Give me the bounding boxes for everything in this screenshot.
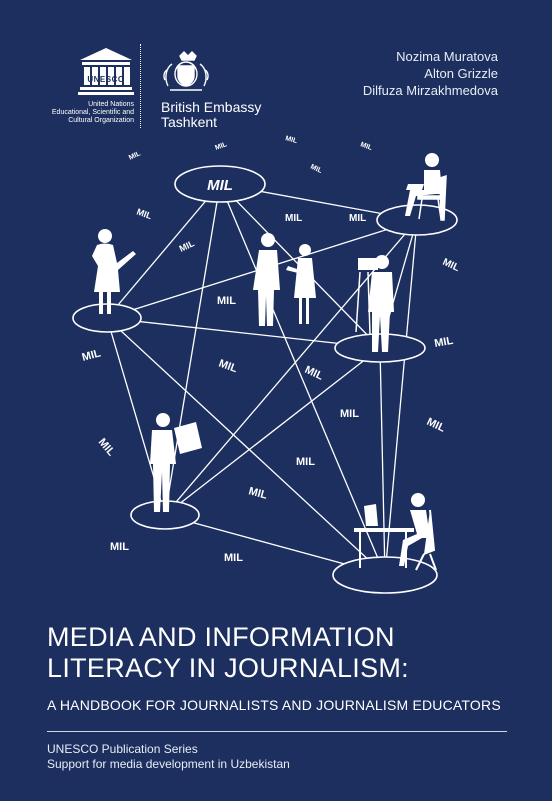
mil-label-14: MIL xyxy=(217,358,239,376)
people-silhouettes xyxy=(92,153,447,571)
hub-label: MIL xyxy=(207,177,233,194)
mil-label-20: MIL xyxy=(247,485,269,502)
logo-divider xyxy=(140,44,143,128)
speaker-figure xyxy=(92,229,136,314)
author-2: Alton Grizzle xyxy=(424,66,498,81)
node-seated-woman xyxy=(376,204,458,236)
mil-label-10: MIL xyxy=(441,257,461,274)
mil-label-7: MIL xyxy=(285,213,302,224)
mil-label-5: MIL xyxy=(359,141,373,152)
mil-label-18: MIL xyxy=(96,436,118,458)
author-3: Dilfuza Mirzakhmedova xyxy=(362,83,498,98)
unesco-temple-icon: UNESCO xyxy=(78,48,134,95)
mil-label-12: MIL xyxy=(433,335,454,350)
mil-label-4: MIL xyxy=(309,163,324,175)
org-line-3: Cultural Organization xyxy=(68,117,134,124)
mil-network-illustration: MIL xyxy=(72,135,461,594)
publication-series: UNESCO Publication Series Support for me… xyxy=(47,742,290,772)
series-line-1: UNESCO Publication Series xyxy=(47,742,198,756)
mil-label-22: MIL xyxy=(224,552,243,564)
org-line-2: Educational, Scientific and xyxy=(51,109,134,116)
unesco-logo-text: UNESCO xyxy=(87,75,124,84)
mil-label-9: MIL xyxy=(178,238,197,254)
title-line-1: MEDIA AND INFORMATION xyxy=(47,622,395,652)
node-cameraman xyxy=(334,333,426,363)
standing-woman-figure xyxy=(286,244,316,324)
divider-rule xyxy=(47,731,507,732)
mil-label-8: MIL xyxy=(349,213,366,224)
mil-label-15: MIL xyxy=(303,364,325,383)
embassy-line-1: British Embassy xyxy=(161,99,262,115)
mil-label-3: MIL xyxy=(284,135,298,145)
desk-woman-figure xyxy=(354,493,437,571)
mil-label-13: MIL xyxy=(81,347,103,364)
mil-label-17: MIL xyxy=(425,416,447,435)
author-1: Nozima Muratova xyxy=(396,49,498,64)
series-line-2: Support for media development in Uzbekis… xyxy=(47,757,290,771)
title-line-2: LITERACY IN JOURNALISM: xyxy=(47,653,409,683)
mil-label-2: MIL xyxy=(214,141,228,152)
mil-label-16: MIL xyxy=(340,408,359,420)
mil-label-11: MIL xyxy=(217,295,236,307)
cameraman-figure xyxy=(355,255,394,352)
book-subtitle: A HANDBOOK FOR JOURNALISTS AND JOURNALIS… xyxy=(47,697,501,713)
mil-label-19: MIL xyxy=(296,456,315,468)
node-desk xyxy=(332,556,438,594)
unesco-org-name: United Nations Educational, Scientific a… xyxy=(40,101,134,131)
org-line-1: United Nations xyxy=(88,101,134,108)
embassy-line-2: Tashkent xyxy=(161,114,218,130)
hub-node xyxy=(174,165,266,203)
mil-label-6: MIL xyxy=(135,206,153,221)
british-embassy-name: British Embassy Tashkent xyxy=(161,100,261,130)
royal-crest-icon xyxy=(163,51,209,91)
mil-label-1: MIL xyxy=(128,150,143,162)
authors-list: Nozima Muratova Alton Grizzle Dilfuza Mi… xyxy=(363,48,498,99)
book-title: MEDIA AND INFORMATION LITERACY IN JOURNA… xyxy=(47,622,409,684)
reader-figure xyxy=(150,413,202,512)
mil-label-21: MIL xyxy=(110,541,129,553)
seated-woman-figure xyxy=(405,153,447,221)
standing-man-figure xyxy=(253,233,280,326)
